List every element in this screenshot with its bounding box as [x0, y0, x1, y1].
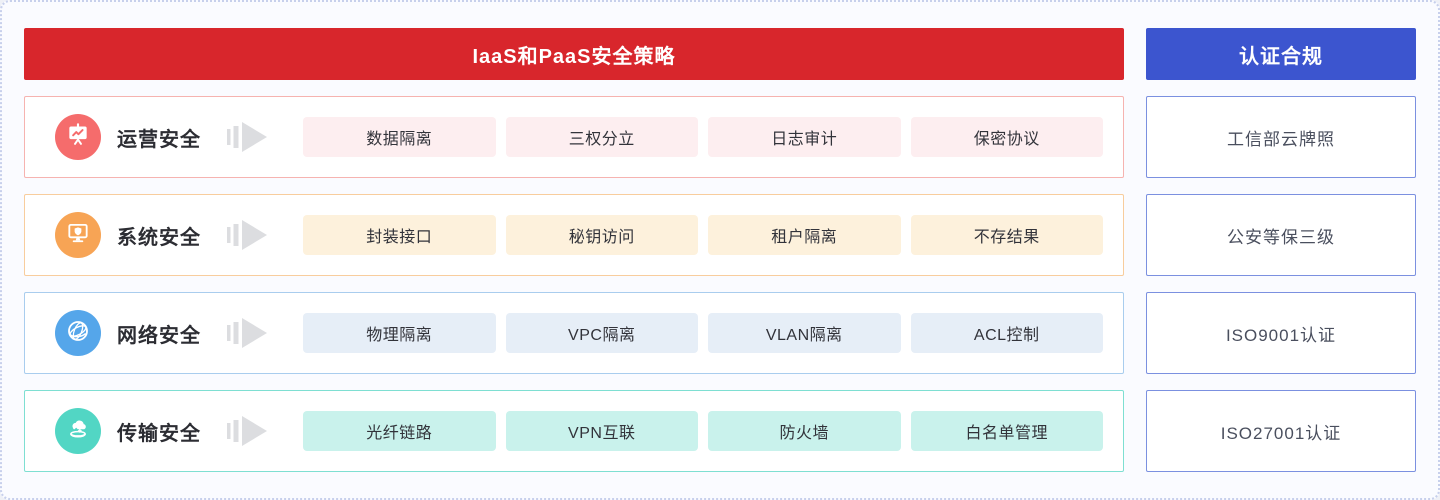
- security-row-system: 系统安全 封装接口 秘钥访问 租户隔离 不存结果: [24, 194, 1124, 276]
- tag-chip: 不存结果: [910, 215, 1103, 255]
- monitor-shield-icon: [65, 220, 91, 251]
- tag-chip: 防火墙: [708, 411, 901, 451]
- main-header: IaaS和PaaS安全策略: [24, 28, 1124, 80]
- tag-chip: 保密协议: [910, 117, 1103, 157]
- row-label-network: 网络安全: [117, 324, 201, 347]
- security-row-transmission: 传输安全 光纤链路 VPN互联 防火墙 白名单管理: [24, 390, 1124, 472]
- fast-forward-arrow-icon: [227, 218, 273, 252]
- fast-forward-arrow-icon: [227, 316, 273, 350]
- tag-chip: 日志审计: [708, 117, 901, 157]
- fast-forward-arrow-icon: [227, 120, 273, 154]
- cert-box-iso9001: ISO9001认证: [1146, 292, 1416, 374]
- tag-chip: 秘钥访问: [505, 215, 698, 255]
- tag-chip: 租户隔离: [708, 215, 901, 255]
- tag-group-network: 物理隔离 VPC隔离 VLAN隔离 ACL控制: [303, 313, 1103, 353]
- compliance-header: 认证合规: [1146, 28, 1416, 80]
- security-row-network: 网络安全 物理隔离 VPC隔离 VLAN隔离 ACL控制: [24, 292, 1124, 374]
- security-row-operations: 运营安全 数据隔离 三权分立 日志审计 保密协议: [24, 96, 1124, 178]
- operations-icon-circle: [55, 114, 101, 160]
- tag-chip: 三权分立: [505, 117, 698, 157]
- tag-chip: 封装接口: [303, 215, 496, 255]
- row-label-system: 系统安全: [117, 226, 201, 249]
- cert-label: 公安等保三级: [1227, 227, 1335, 247]
- tag-group-operations: 数据隔离 三权分立 日志审计 保密协议: [303, 117, 1103, 157]
- main-header-title: IaaS和PaaS安全策略: [472, 45, 676, 68]
- cert-label: ISO9001认证: [1225, 325, 1337, 345]
- cert-box-miit-license: 工信部云牌照: [1146, 96, 1416, 178]
- tag-chip: 物理隔离: [303, 313, 496, 353]
- tag-chip: VLAN隔离: [708, 313, 901, 353]
- tag-group-transmission: 光纤链路 VPN互联 防火墙 白名单管理: [303, 411, 1103, 451]
- cert-label: ISO27001认证: [1220, 423, 1342, 443]
- tag-chip: ACL控制: [910, 313, 1103, 353]
- cloud-transfer-icon: [65, 416, 91, 447]
- tag-chip: VPN互联: [505, 411, 698, 451]
- compliance-header-title: 认证合规: [1239, 45, 1323, 68]
- system-icon-circle: [55, 212, 101, 258]
- tag-chip: 白名单管理: [910, 411, 1103, 451]
- network-globe-icon: [65, 318, 91, 349]
- row-label-transmission: 传输安全: [117, 422, 201, 445]
- tag-chip: 光纤链路: [303, 411, 496, 451]
- transmission-icon-circle: [55, 408, 101, 454]
- tag-chip: 数据隔离: [303, 117, 496, 157]
- tag-group-system: 封装接口 秘钥访问 租户隔离 不存结果: [303, 215, 1103, 255]
- network-icon-circle: [55, 310, 101, 356]
- tag-chip: VPC隔离: [505, 313, 698, 353]
- row-label-operations: 运营安全: [117, 128, 201, 151]
- cert-box-mps-level3: 公安等保三级: [1146, 194, 1416, 276]
- fast-forward-arrow-icon: [227, 414, 273, 448]
- presentation-chart-icon: [65, 122, 91, 153]
- cert-label: 工信部云牌照: [1227, 129, 1335, 149]
- cert-box-iso27001: ISO27001认证: [1146, 390, 1416, 472]
- diagram-grid: IaaS和PaaS安全策略 认证合规 运营安全: [24, 28, 1416, 476]
